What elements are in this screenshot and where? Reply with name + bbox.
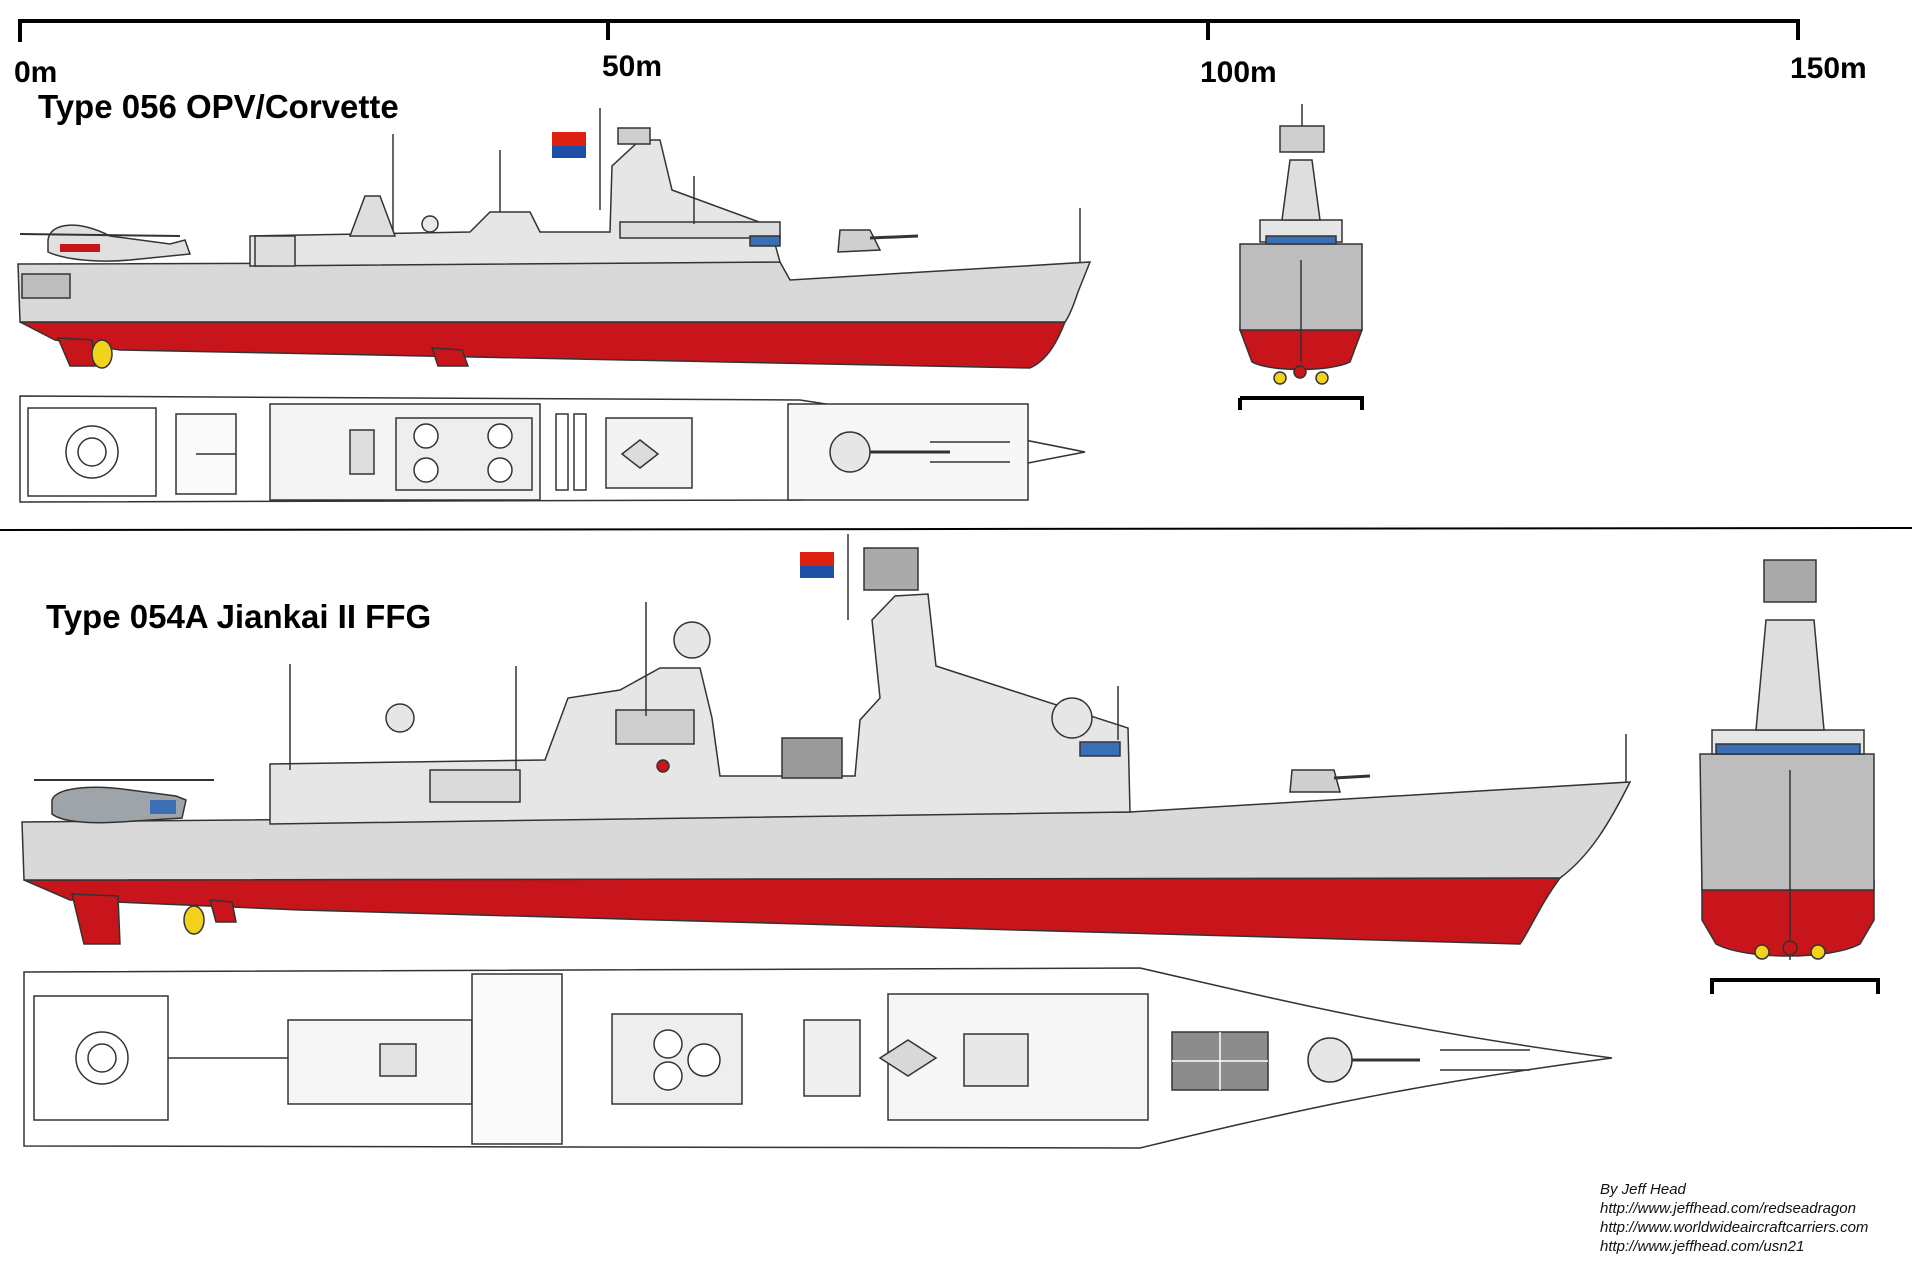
type-054a-helicopter — [34, 779, 214, 824]
type-054a-front-view — [1699, 559, 1880, 994]
scale-tick-50m: 50m — [602, 50, 663, 83]
credit-link-usn21[interactable]: http://www.jeffhead.com/usn21 — [1600, 1238, 1805, 1255]
scale-bar — [18, 19, 1800, 42]
scale-tick-100m: 100m — [1200, 56, 1277, 89]
type-054a-radar — [863, 547, 919, 591]
credit-link-worldwideaircraftcarriers[interactable]: http://www.worldwideaircraftcarriers.com — [1600, 1219, 1869, 1236]
type-056-front-view — [1238, 104, 1364, 410]
type-056-title: Type 056 OPV/Corvette — [38, 88, 399, 125]
type-054a-deck-plan — [23, 967, 1613, 1149]
type-056-propeller — [91, 339, 113, 369]
type-054a-main-gun — [1289, 769, 1341, 793]
credits-block: By Jeff Head http://www.jeffhead.com/red… — [1600, 1180, 1868, 1256]
credit-link-redseadragon[interactable]: http://www.jeffhead.com/redseadragon — [1600, 1200, 1856, 1217]
type-054a-lower-hull — [23, 877, 1562, 945]
type-056-radar — [617, 127, 651, 145]
type-054a-hull — [21, 781, 1632, 881]
scale-tick-0m: 0m — [14, 56, 58, 89]
type-056-superstructure — [249, 139, 781, 267]
type-054a-title: Type 054A Jiankai II FFG — [46, 598, 432, 635]
type-056-lower-hull — [19, 321, 1067, 369]
type-056-main-gun — [837, 229, 882, 253]
type-056-side-profile — [17, 108, 1092, 369]
type-054a-side-profile — [21, 534, 1632, 945]
type-054a-superstructure — [269, 593, 1131, 825]
type-054a-propeller — [183, 905, 205, 935]
scale-tick-150m: 150m — [1790, 52, 1867, 85]
type-056-helicopter — [19, 224, 192, 262]
type-056-deck-plan — [19, 395, 1086, 503]
type-056-hull — [17, 261, 1092, 323]
section-divider — [0, 527, 1913, 531]
credit-author: By Jeff Head — [1600, 1181, 1686, 1198]
